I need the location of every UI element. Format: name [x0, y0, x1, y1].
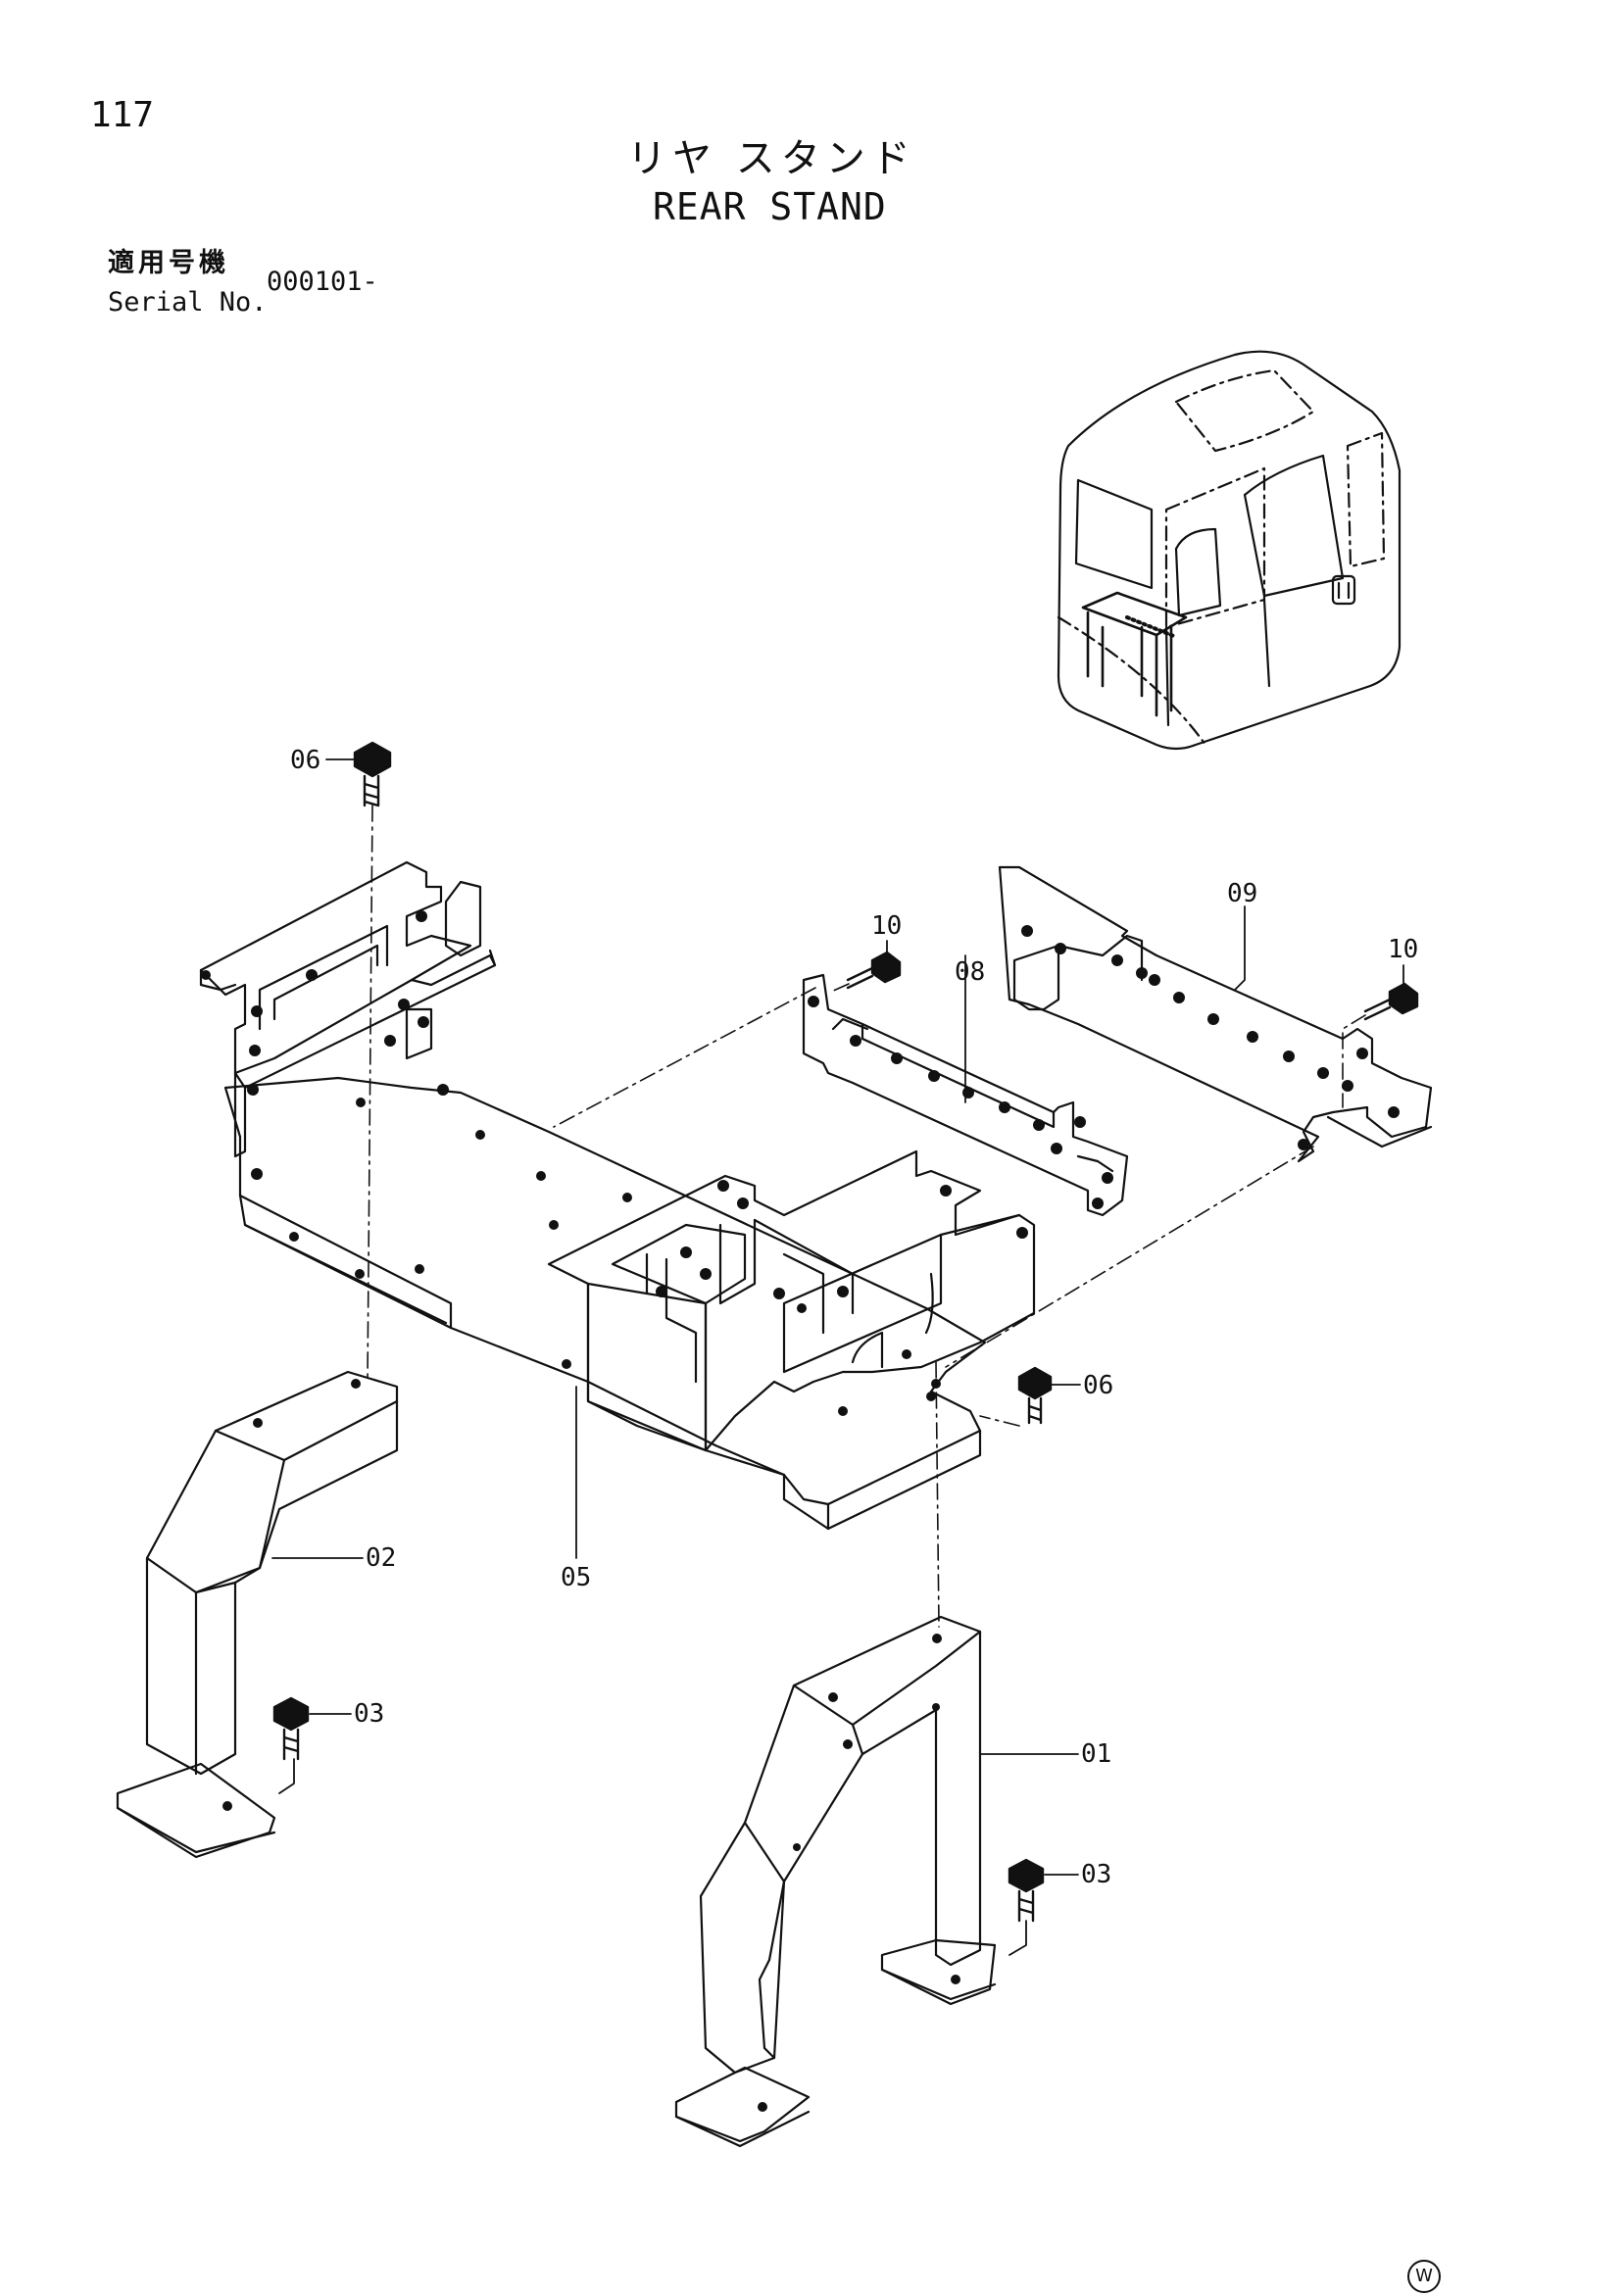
left-upper-bracket [199, 860, 497, 1158]
page-title: REAR STAND [653, 185, 887, 228]
bolt-03-right [1008, 1858, 1045, 1923]
mounting-holes [201, 910, 1400, 2112]
callout-03-right: 03 [1081, 1860, 1111, 1889]
callout-06-lower: 06 [1083, 1371, 1113, 1400]
bolt-06-upper [353, 741, 392, 807]
bolt-10-left [846, 951, 902, 990]
callout-03-left: 03 [354, 1699, 384, 1729]
left-leg-02 [116, 1370, 399, 1859]
alignment-lines [367, 805, 1366, 1628]
bolt-06-lower [1017, 1366, 1053, 1425]
callout-02: 02 [366, 1543, 396, 1573]
right-leg-01 [674, 1615, 997, 2148]
watermark-circle-w: W [1407, 2260, 1441, 2293]
floor-plate [223, 1076, 987, 1531]
page-title-japanese: リヤ スタンド [627, 136, 916, 181]
serial-label: Serial No. [108, 287, 268, 318]
callout-10-left: 10 [871, 911, 902, 941]
callout-09: 09 [1227, 879, 1257, 908]
callout-01: 01 [1081, 1739, 1111, 1769]
cab-location-illustration [1057, 350, 1402, 751]
callout-leaders [271, 758, 1404, 1956]
callout-05: 05 [561, 1563, 591, 1592]
center-seat-bracket [547, 1149, 1036, 1477]
bolt-03-left [272, 1696, 310, 1761]
callout-labels: 06 10 08 09 10 06 05 02 03 01 03 [290, 746, 1418, 1889]
serial-label-japanese: 適用号機 [108, 248, 229, 278]
callout-08: 08 [955, 957, 985, 987]
rail-08 [802, 973, 1129, 1217]
bolt-10-right [1363, 982, 1419, 1021]
serial-value: 000101- [267, 267, 378, 297]
page-number: 117 [90, 95, 155, 135]
bolts [272, 741, 1419, 1923]
callout-06-upper: 06 [290, 746, 320, 775]
callout-10-right: 10 [1388, 935, 1418, 964]
